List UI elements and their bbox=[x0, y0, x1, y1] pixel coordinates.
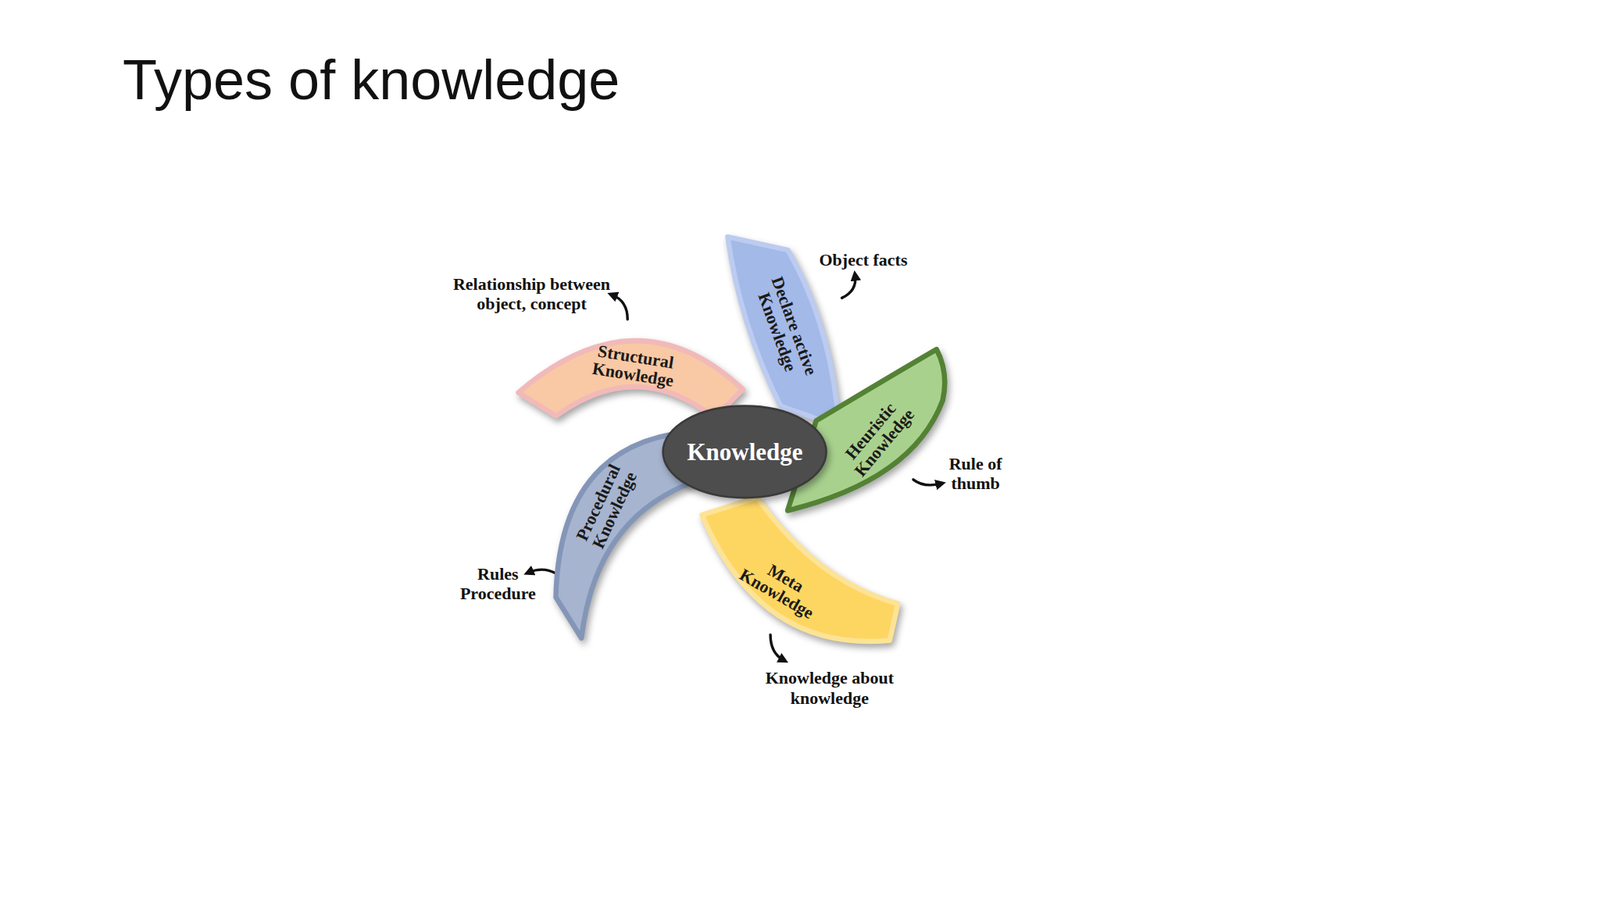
knowledge-petal: Meta Knowledge bbox=[696, 494, 901, 648]
callout-arrow bbox=[770, 634, 784, 661]
callout-arrow bbox=[842, 275, 856, 299]
node-label: Knowledge bbox=[666, 439, 823, 465]
petal-shape bbox=[556, 433, 707, 638]
callout-label: Knowledge about knowledge bbox=[751, 667, 908, 708]
shape-outline bbox=[696, 494, 901, 648]
callout-arrow bbox=[913, 479, 941, 486]
callout-label: Object facts bbox=[804, 250, 922, 270]
callout-label: Rules Procedure bbox=[450, 564, 545, 604]
callout-label: Rule of thumb bbox=[936, 453, 1015, 494]
petal-shape bbox=[787, 349, 945, 511]
slide-title: Types of knowledge bbox=[122, 51, 620, 108]
knowledge-petal: Declare active Knowledge bbox=[719, 229, 847, 434]
callout-arrow bbox=[528, 569, 557, 574]
callout-label: Relationship between object, concept bbox=[428, 274, 636, 315]
callout-arrow bbox=[612, 294, 629, 319]
ellipse-shape bbox=[663, 406, 827, 499]
petal-shape bbox=[702, 497, 899, 642]
center-ellipse: Knowledge bbox=[660, 403, 829, 500]
